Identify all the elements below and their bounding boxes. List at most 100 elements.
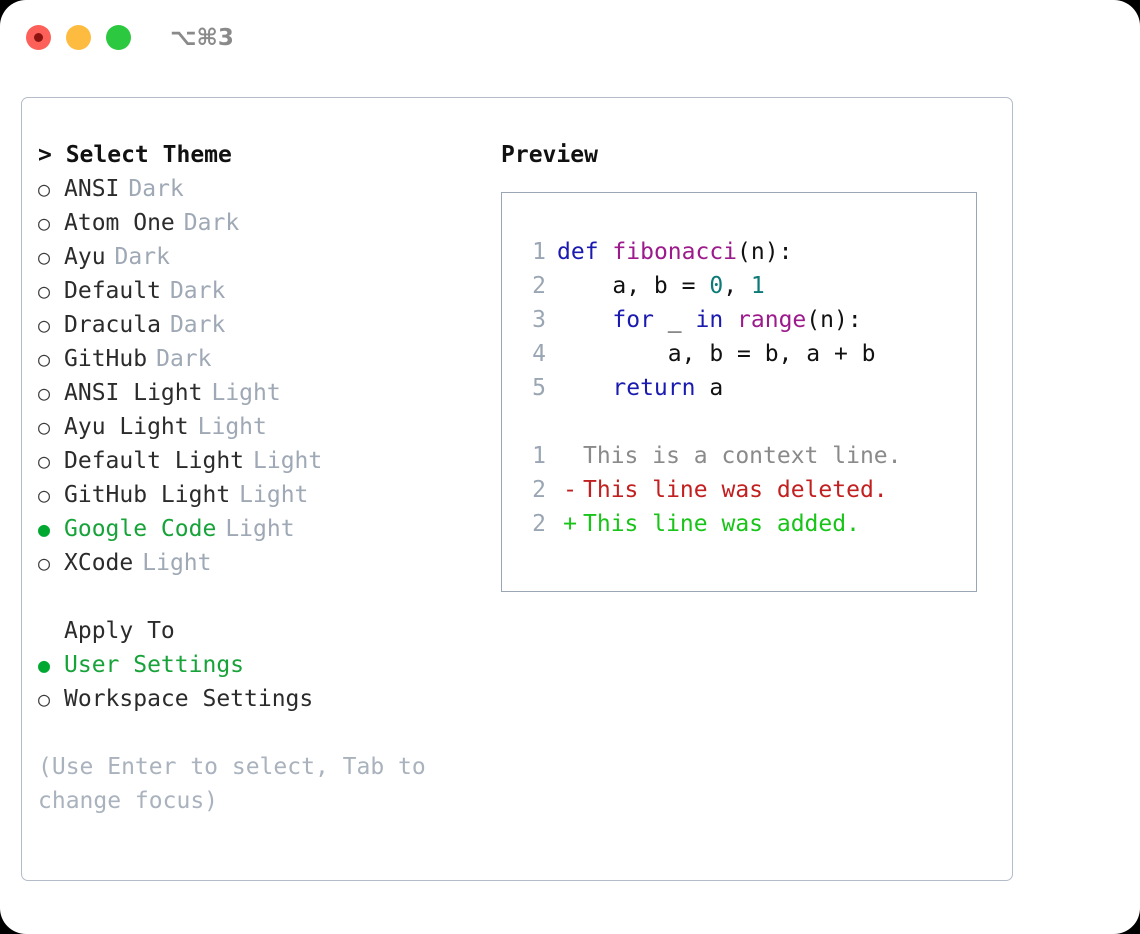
diff-line-text: This line was deleted. [583, 477, 888, 503]
diff-line-text: This is a context line. [583, 443, 902, 469]
code-token-fn: range [737, 307, 807, 333]
theme-option-label: Ayu Light [64, 414, 189, 440]
radio-unselected-icon: ○ [38, 483, 51, 507]
code-token-punc: ( [806, 307, 821, 333]
radio-unselected-icon: ○ [38, 551, 51, 575]
theme-option-label: Default Light [64, 448, 245, 474]
code-line-text: a, b = 0, 1 [557, 269, 765, 303]
code-line: 2 a, b = 0, 1 [520, 269, 976, 303]
diff-line-ctx: 1 This is a context line. [520, 439, 976, 473]
code-token-num: 1 [750, 273, 765, 299]
diff-line-number: 2 [532, 477, 546, 503]
theme-option-label: GitHub Light [64, 482, 231, 508]
code-token-id: a [695, 375, 724, 401]
theme-option-label: Dracula [64, 312, 161, 338]
radio-unselected-icon: ○ [38, 245, 51, 269]
code-token-punc [557, 375, 612, 401]
radio-unselected-icon: ○ [38, 449, 51, 473]
minimize-button-icon[interactable] [66, 25, 91, 50]
code-line: 1 def fibonacci(n): [520, 235, 976, 269]
theme-option-label: ANSI Light [64, 380, 203, 406]
code-token-id: a, b = [557, 273, 710, 299]
code-token-id: n [820, 307, 835, 333]
apply-to-option-workspace-settings[interactable]: ○Workspace Settings [38, 682, 478, 716]
code-token-punc [599, 239, 613, 265]
theme-option-kind-badge: Dark [169, 312, 226, 338]
code-diff-spacer [520, 405, 976, 439]
apply-to-list[interactable]: ● User Settings ○Workspace Settings [38, 648, 478, 716]
apply-to-option-user-settings[interactable]: ● User Settings [38, 648, 478, 682]
apply-to-option-label: Workspace Settings [64, 686, 314, 712]
code-token-punc: ): [834, 307, 862, 333]
code-token-punc [723, 307, 737, 333]
diff-line-text: This line was added. [583, 511, 860, 537]
theme-option-ansi-light[interactable]: ○ ANSI Light Light [38, 376, 478, 410]
diff-marker-icon: - [563, 477, 577, 503]
code-token-punc [557, 307, 612, 333]
theme-option-label: Atom One [64, 210, 175, 236]
apply-to-section: Apply To ● User Settings ○Workspace Settin… [38, 614, 478, 716]
code-token-id: a, b = b, a + b [557, 341, 876, 367]
close-button-icon[interactable] [26, 25, 51, 50]
radio-unselected-icon: ○ [38, 279, 51, 303]
diff-line-number: 2 [532, 511, 546, 537]
code-token-kw: in [695, 307, 724, 333]
theme-option-kind-badge: Light [197, 414, 267, 440]
code-line-number: 5 [532, 375, 546, 401]
zoom-button-icon[interactable] [106, 25, 131, 50]
code-token-punc: ): [764, 239, 793, 265]
code-token-num: 0 [709, 273, 724, 299]
theme-option-dracula[interactable]: ○ Dracula Dark [38, 308, 478, 342]
apply-to-heading: Apply To [64, 618, 175, 644]
theme-option-kind-badge: Light [142, 550, 212, 576]
code-line-number: 2 [532, 273, 546, 299]
code-line-number: 4 [532, 341, 546, 367]
theme-option-kind-badge: Light [211, 380, 281, 406]
theme-option-kind-badge: Dark [114, 244, 170, 270]
code-token-id: n [750, 239, 765, 265]
code-token-kw: def [557, 239, 599, 265]
code-line-text: return a [557, 371, 723, 405]
theme-option-kind-badge: Dark [169, 278, 226, 304]
theme-option-kind-badge: Dark [156, 346, 212, 372]
code-line-text: for _ in range(n): [557, 303, 862, 337]
diff-marker-icon [557, 439, 583, 473]
keyboard-hint-text: (Use Enter to select, Tab to change focu… [38, 754, 426, 814]
theme-option-label: Google Code [64, 516, 217, 542]
code-line-number: 1 [532, 239, 546, 265]
code-line-text: def fibonacci(n): [557, 235, 792, 269]
theme-option-ayu-light[interactable]: ○ Ayu Light Light [38, 410, 478, 444]
radio-unselected-icon: ○ [38, 415, 51, 439]
diff-line-add: 2+This line was added. [520, 507, 976, 541]
code-line: 5 return a [520, 371, 976, 405]
radio-unselected-icon: ○ [38, 381, 51, 405]
diff-line-number: 1 [532, 443, 546, 469]
preview-heading: Preview [501, 142, 598, 168]
window-controls [26, 25, 131, 50]
radio-unselected-icon: ○ [38, 313, 51, 337]
radio-unselected-icon: ○ [38, 347, 51, 371]
theme-option-kind-badge: Dark [183, 210, 240, 236]
code-line: 3 for _ in range(n): [520, 303, 976, 337]
radio-selected-icon: ● [38, 517, 51, 541]
code-token-kw: return [612, 375, 696, 401]
apply-to-option-label: User Settings [64, 652, 245, 678]
keyboard-shortcut-label: ⌥⌘3 [170, 25, 234, 51]
theme-option-label: ANSI [64, 176, 120, 202]
radio-selected-icon: ● [38, 653, 51, 677]
radio-unselected-icon: ○ [38, 177, 51, 201]
